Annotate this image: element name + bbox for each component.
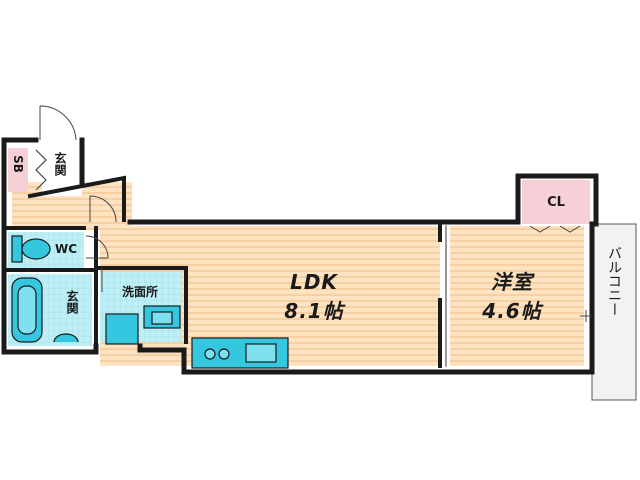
bathtub-fixture	[11, 277, 79, 343]
balcony-label: バルコニー	[606, 246, 622, 316]
ldk-label: LDK	[290, 270, 338, 294]
shoe-box-fill	[8, 148, 28, 192]
bedroom-floor	[450, 226, 584, 366]
toilet-label: WC	[55, 242, 77, 256]
ldk-size: 8.1帖	[284, 299, 345, 323]
entrance-zigzag	[35, 149, 47, 191]
closet-doors	[529, 225, 581, 233]
toilet-fixture	[11, 235, 51, 263]
walls	[1, 137, 599, 375]
closet-fill	[522, 180, 590, 224]
closet-label: CL	[547, 195, 565, 210]
entrance-upper-label: 玄関	[53, 151, 67, 177]
washroom-label: 洗面所	[122, 284, 158, 299]
washer-fixture	[105, 313, 139, 345]
entrance-lower-label: 玄関	[65, 289, 79, 315]
bedroom-window-mark	[580, 310, 592, 322]
bedroom-label: 洋室	[491, 270, 535, 294]
bedroom-size: 4.6帖	[481, 299, 543, 323]
balcony-fill	[591, 223, 637, 401]
door-swings	[39, 105, 117, 292]
washbasin-fixture	[143, 305, 181, 329]
shoe-box-label: SB	[11, 155, 25, 173]
kitchen-fixture	[191, 337, 289, 369]
